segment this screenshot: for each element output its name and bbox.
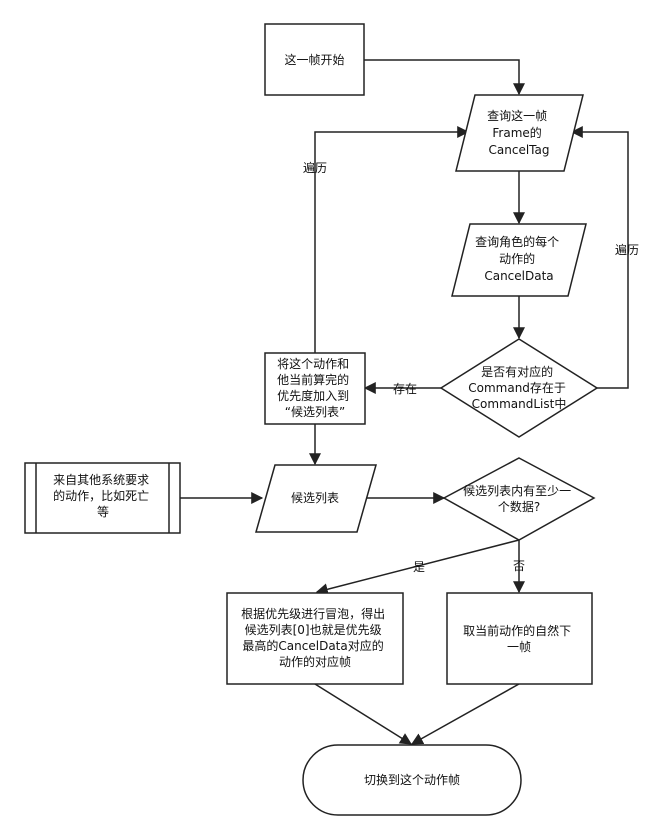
node-sort-pick-line-4: 动作的对应帧 <box>279 654 351 669</box>
node-query-frame: 查询这一帧 Frame的 CancelTag <box>455 94 584 172</box>
svg-text:来自其他系统要求 的动作，比如死亡: 来自其他系统要求 的动作，比如死亡 等 <box>53 473 153 519</box>
node-add-candidate-line-2: 他当前算完的 <box>277 372 349 387</box>
node-query-frame-line-2: Frame的 <box>492 125 541 140</box>
node-other-system-line-3: 等 <box>97 505 109 519</box>
node-add-candidate: 将这个动作和 他当前算完的 优先度加入到 “候选列表” <box>264 352 366 425</box>
edge-decision-traverse-right <box>570 126 629 389</box>
edge-label-yes: 是 <box>413 560 425 574</box>
node-candidate-list: 候选列表 <box>255 464 377 533</box>
node-decision-exists-line-2: Command存在于 <box>468 381 566 395</box>
node-sort-pick: 根据优先级进行冒泡，得出 候选列表[0]也就是优先级 最高的CancelData… <box>226 592 404 685</box>
svg-text:查询角色的每个 动作的 Cancel: 查询角色的每个 动作的 CancelData <box>475 234 563 283</box>
node-decision-exists-line-3: CommandList中 <box>472 396 567 411</box>
node-next-frame-line-1: 取当前动作的自然下 <box>463 623 571 638</box>
node-switch-line-1: 切换到这个动作帧 <box>364 772 460 787</box>
node-other-system-line-1: 来自其他系统要求 <box>53 473 149 487</box>
node-add-candidate-line-3: 优先度加入到 <box>277 388 349 403</box>
node-query-char-line-2: 动作的 <box>499 251 535 266</box>
svg-text:切换到这个动作帧: 切换到这个动作帧 <box>364 772 460 787</box>
node-query-char-line-1: 查询角色的每个 <box>475 234 559 249</box>
edge-sort-to-switch <box>314 683 413 745</box>
node-decision-atleast-line-2: 个数据? <box>498 499 540 514</box>
node-add-candidate-line-1: 将这个动作和 <box>277 356 349 371</box>
svg-text:这一帧开始: 这一帧开始 <box>284 52 344 67</box>
edge-add-to-query-frame-traverse <box>314 126 470 353</box>
svg-text:取当前动作的自然下 一帧: 取当前动作的自然下 一帧 <box>463 623 575 654</box>
node-add-candidate-line-4: “候选列表” <box>285 405 345 419</box>
edge-next-to-switch <box>410 683 520 745</box>
node-query-frame-line-1: 查询这一帧 <box>487 108 547 123</box>
node-sort-pick-line-3: 最高的CancelData对应的 <box>242 638 383 653</box>
node-query-char: 查询角色的每个 动作的 CancelData <box>451 223 587 297</box>
node-sort-pick-line-1: 根据优先级进行冒泡，得出 <box>241 606 385 621</box>
node-other-system: 来自其他系统要求 的动作，比如死亡 等 <box>24 462 181 534</box>
svg-text:是否有对应的 Command存在于: 是否有对应的 Command存在于 CommandList中 <box>468 364 570 411</box>
node-start-line-1: 这一帧开始 <box>284 52 344 67</box>
node-decision-atleast-line-1: 候选列表内有至少一 <box>463 484 571 498</box>
node-start: 这一帧开始 <box>264 23 365 96</box>
node-decision-exists: 是否有对应的 Command存在于 CommandList中 <box>439 338 599 438</box>
edge-label-exists: 存在 <box>393 382 417 396</box>
edge-label-no: 否 <box>513 559 525 573</box>
edge-label-traverse-right: 遍历 <box>615 243 639 257</box>
node-next-frame-line-2: 一帧 <box>507 640 531 654</box>
node-decision-exists-line-1: 是否有对应的 <box>481 364 553 379</box>
svg-text:候选列表: 候选列表 <box>291 491 339 505</box>
svg-text:候选列表内有至少一 个数据?: 候选列表内有至少一 个数据? <box>463 484 575 514</box>
node-sort-pick-line-2: 候选列表[0]也就是优先级 <box>245 623 382 637</box>
node-switch: 切换到这个动作帧 <box>302 744 522 816</box>
edge-decision-yes <box>315 539 520 596</box>
node-query-char-line-3: CancelData <box>484 269 553 283</box>
node-query-frame-line-3: CancelTag <box>489 143 550 157</box>
node-candidate-list-line-1: 候选列表 <box>291 491 339 505</box>
svg-text:查询这一帧 Frame的 Cance: 查询这一帧 Frame的 CancelTag <box>487 108 551 157</box>
node-next-frame: 取当前动作的自然下 一帧 <box>446 592 593 685</box>
edge-label-traverse-left: 遍历 <box>303 161 327 175</box>
node-decision-atleast: 候选列表内有至少一 个数据? <box>442 457 596 541</box>
svg-text:根据优先级进行冒泡，得出 候选列表[0]也就是优: 根据优先级进行冒泡，得出 候选列表[0]也就是优先级 最高的CancelData… <box>241 606 389 669</box>
edge-start-to-query-frame <box>364 59 525 96</box>
node-other-system-line-2: 的动作，比如死亡 <box>53 488 149 503</box>
svg-text:将这个动作和 他当前算完的 优先度加: 将这个动作和 他当前算完的 优先度加入到 “候选列表” <box>277 356 353 419</box>
